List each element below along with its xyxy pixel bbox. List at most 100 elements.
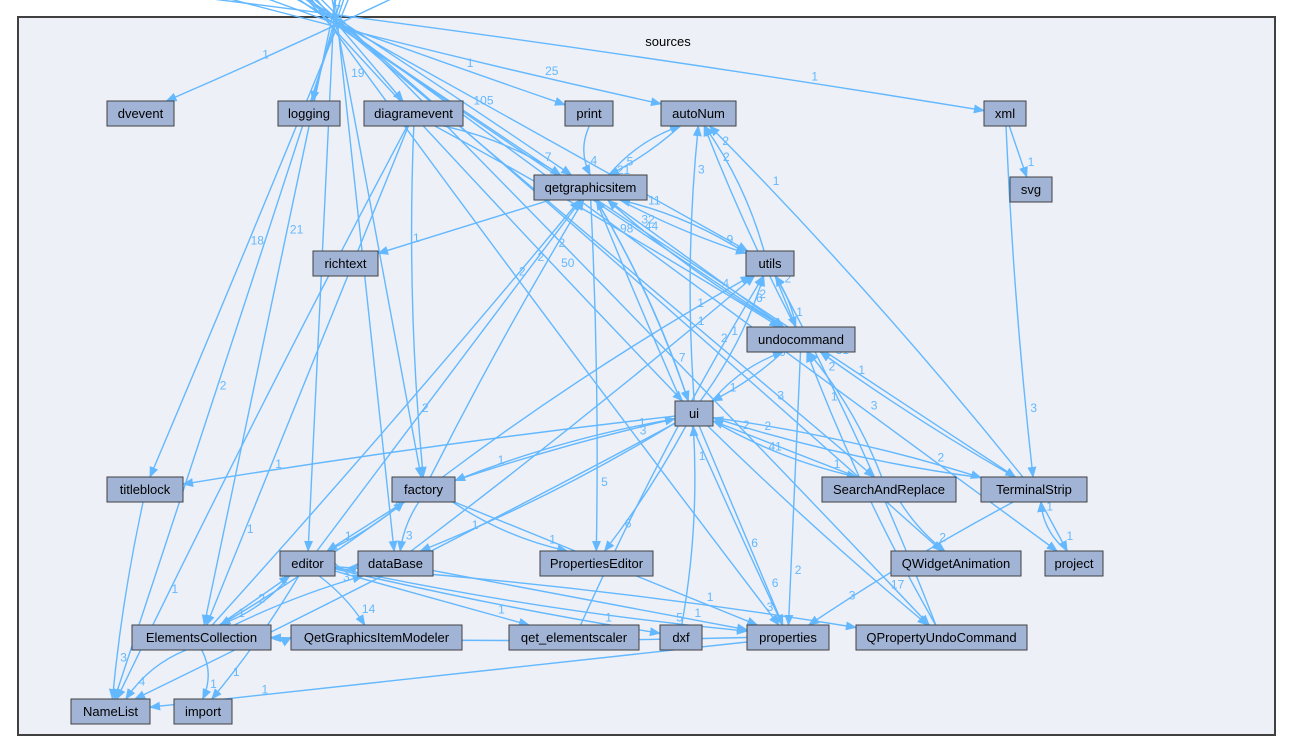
edge-ui-to-titleblock [181,415,676,487]
edge-label-ui-to-autoNum: 3 [698,162,705,176]
node-factory[interactable]: factory [391,476,456,503]
node-label-QPropertyUndoCommand: QPropertyUndoCommand [866,630,1016,645]
node-box-svg[interactable] [1009,176,1053,203]
node-box-dvevent[interactable] [106,100,175,127]
node-box-SearchAndReplace[interactable] [821,476,957,503]
node-dataBase[interactable]: dataBase [357,550,434,577]
node-titleblock[interactable]: titleblock [106,476,184,503]
node-box-factory[interactable] [391,476,456,503]
node-TerminalStrip[interactable]: TerminalStrip [980,476,1088,503]
node-box-project[interactable] [1044,550,1104,577]
node-box-diagramevent[interactable] [363,100,464,127]
edge-sources-to-NameList [113,0,345,701]
node-box-richtext[interactable] [312,250,379,277]
edge-label-undocommand-to-utils: 2 [785,272,792,286]
edge-factory-to-editor [326,501,405,552]
node-box-titleblock[interactable] [106,476,184,503]
edge-label-dataBase-to-utils: 1 [698,314,705,328]
node-properties[interactable]: properties [746,624,830,651]
edge-label-undocommand-to-autoNum: 2 [723,150,730,164]
edge-sources-to-qetgraphicsitem [307,0,573,176]
node-xml[interactable]: xml [983,100,1027,127]
edge-sources-to-project [305,0,1058,552]
node-ElementsCollection[interactable]: ElementsCollection [131,624,272,651]
node-richtext[interactable]: richtext [312,250,379,277]
edge-ui-to-SearchAndReplace [712,420,858,480]
edge-sources-to-SearchAndReplace [309,0,876,478]
node-box-QetGraphicsItemModeler[interactable] [290,624,463,651]
edge-label-sources-to-factory: 19 [351,66,365,80]
edge-label-sources-to-qetgraphicsitem: 105 [474,93,494,107]
edge-factory-to-qetgraphicsitem [429,199,585,478]
node-label-svg: svg [1021,182,1041,197]
edge-diagramevent-to-undocommand [434,125,781,328]
node-box-utils[interactable] [745,250,795,277]
edge-ui-to-dataBase [419,422,676,552]
node-QPropertyUndoCommand[interactable]: QPropertyUndoCommand [855,624,1028,651]
node-box-autoNum[interactable] [660,100,737,127]
node-qet_elementscaler[interactable]: qet_elementscaler [508,624,640,651]
node-svg[interactable]: svg [1009,176,1053,203]
node-dxf[interactable]: dxf [659,624,703,651]
node-QetGraphicsItemModeler[interactable]: QetGraphicsItemModeler [290,624,463,651]
node-dvevent[interactable]: dvevent [106,100,175,127]
node-box-print[interactable] [564,100,614,127]
node-label-qet_elementscaler: qet_elementscaler [521,630,628,645]
node-undocommand[interactable]: undocommand [746,326,856,353]
node-PropertiesEditor[interactable]: PropertiesEditor [539,550,654,577]
node-project[interactable]: project [1044,550,1104,577]
graph-title: sources [645,34,691,49]
node-box-logging[interactable] [277,100,341,127]
node-ui[interactable]: ui [674,400,714,427]
edge-utils-to-autoNum [703,125,765,252]
edge-undocommand-to-autoNum [703,124,796,328]
node-label-project: project [1054,556,1093,571]
edge-label-ElementsCollection-to-qetgraphicsitem: 2 [519,265,526,279]
node-box-properties[interactable] [746,624,830,651]
node-label-import: import [185,704,222,719]
node-box-undocommand[interactable] [746,326,856,353]
edge-label-SearchAndReplace-to-undocommand: 2 [829,360,836,374]
node-box-qet_elementscaler[interactable] [508,624,640,651]
node-box-QWidgetAnimation[interactable] [890,550,1022,577]
edge-label-editor-to-qet_elementscaler: 1 [498,602,505,616]
node-box-PropertiesEditor[interactable] [539,550,654,577]
node-editor[interactable]: editor [279,550,336,577]
node-box-TerminalStrip[interactable] [980,476,1088,503]
edge-TerminalStrip-to-autoNum [708,125,1024,478]
node-label-NameList: NameList [83,704,138,719]
edge-label-ui-to-TerminalStrip: 2 [938,450,945,464]
node-logging[interactable]: logging [277,100,341,127]
node-label-qetgraphicsitem: qetgraphicsitem [545,180,637,195]
edge-label-ElementsCollection-to-import: 1 [210,677,217,691]
node-label-PropertiesEditor: PropertiesEditor [550,556,644,571]
edge-label-diagramevent-to-NameList: 1 [172,582,179,596]
node-box-ui[interactable] [674,400,714,427]
node-qetgraphicsitem[interactable]: qetgraphicsitem [533,174,648,201]
node-import[interactable]: import [173,698,233,725]
node-SearchAndReplace[interactable]: SearchAndReplace [821,476,957,503]
node-autoNum[interactable]: autoNum [660,100,737,127]
edge-project-to-TerminalStrip [1037,500,1068,552]
node-diagramevent[interactable]: diagramevent [363,100,464,127]
node-box-ElementsCollection[interactable] [131,624,272,651]
node-box-import[interactable] [173,698,233,725]
node-box-qetgraphicsitem[interactable] [533,174,648,201]
node-QWidgetAnimation[interactable]: QWidgetAnimation [890,550,1022,577]
node-box-editor[interactable] [279,550,336,577]
node-box-NameList[interactable] [70,698,151,725]
node-box-dxf[interactable] [659,624,703,651]
node-box-xml[interactable] [983,100,1027,127]
node-print[interactable]: print [564,100,614,127]
node-NameList[interactable]: NameList [70,698,151,725]
edge-label-factory-to-qetgraphicsitem: 2 [559,236,566,250]
node-utils[interactable]: utils [745,250,795,277]
edge-label-qet_elementscaler-to-utils: 1 [731,324,738,338]
edge-TerminalStrip-to-undocommand [819,351,1015,478]
edge-label-editor-to-QetGraphicsItemModeler: 14 [362,602,376,616]
edge-label-properties-to-NameList: 1 [262,682,269,696]
edge-label-qetgraphicsitem-to-undocommand: 6 [756,291,763,305]
edge-label-TerminalStrip-to-undocommand: 1 [858,363,865,377]
node-box-QPropertyUndoCommand[interactable] [855,624,1028,651]
node-box-dataBase[interactable] [357,550,434,577]
